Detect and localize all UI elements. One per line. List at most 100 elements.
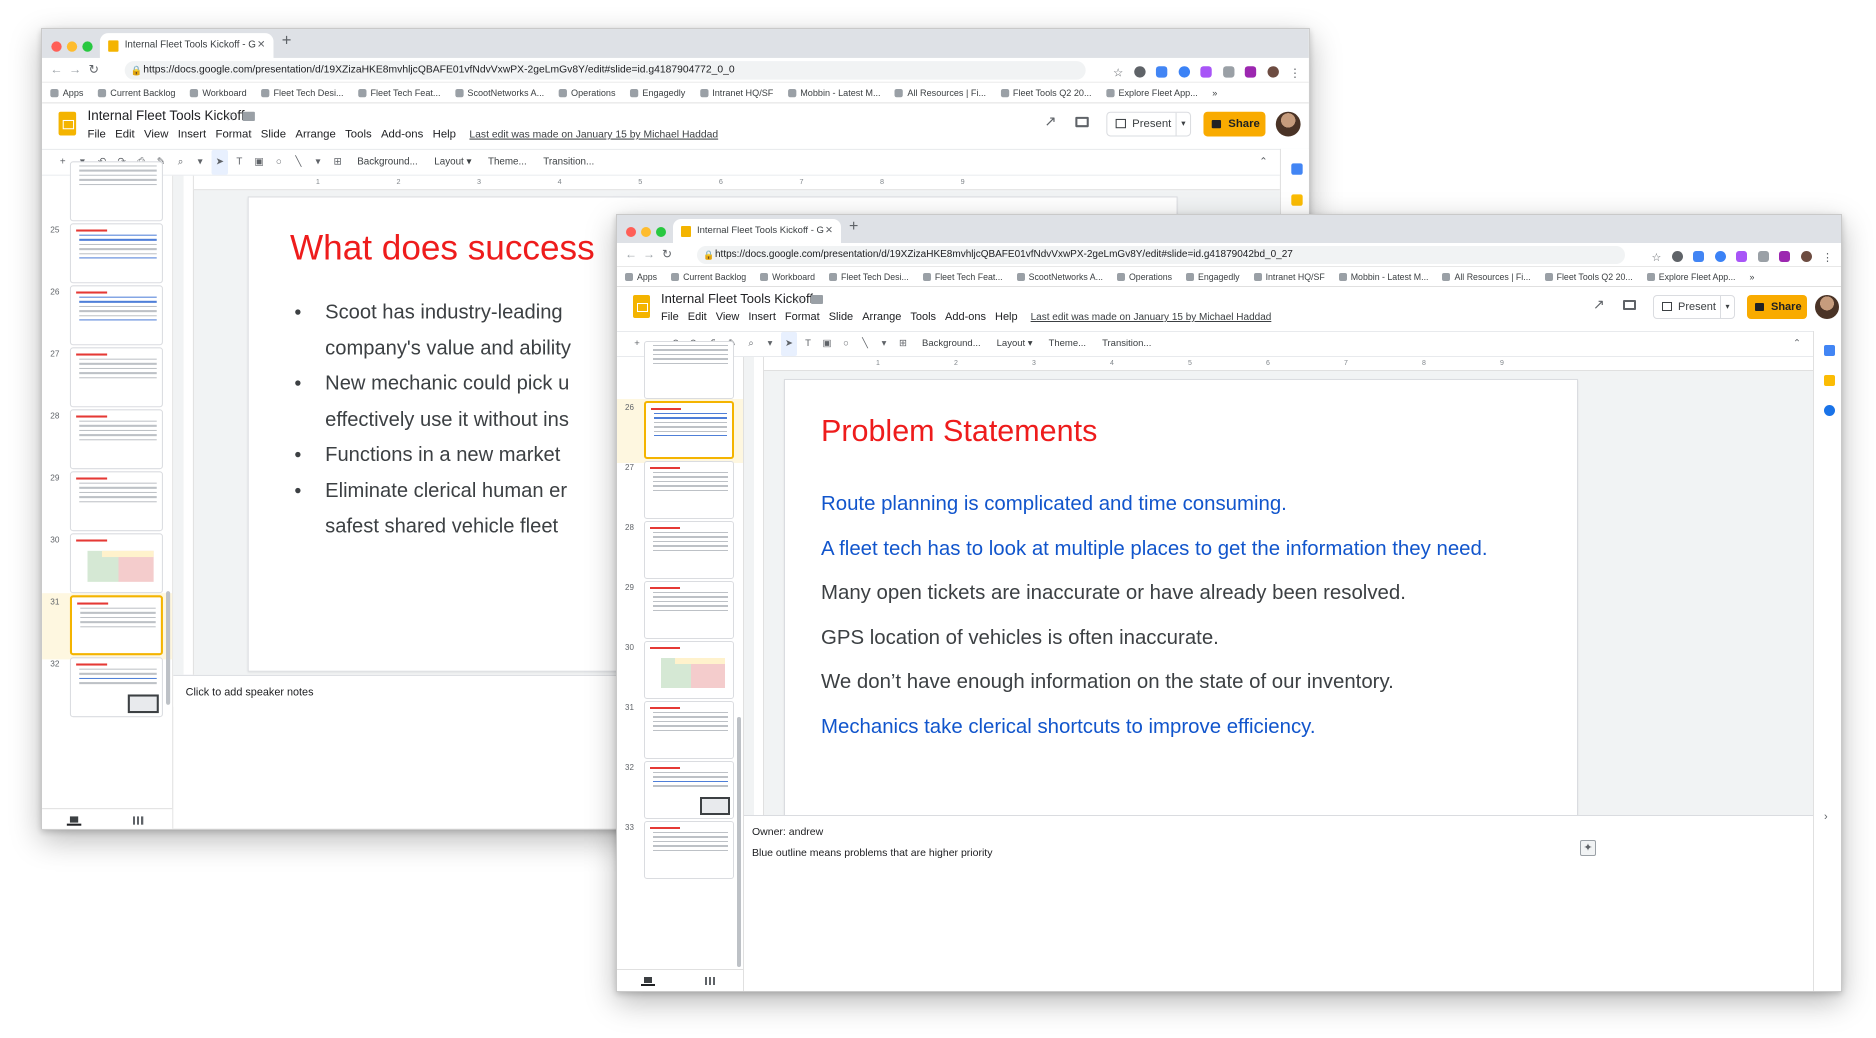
profile-avatar[interactable] (1800, 251, 1812, 263)
present-button[interactable]: Present▾ (1653, 295, 1735, 319)
shape-icon[interactable]: ○ (275, 156, 282, 168)
comment-icon[interactable]: ⊞ (333, 156, 342, 168)
background-button[interactable]: Background... (922, 338, 981, 349)
calendar-icon[interactable] (1824, 345, 1835, 356)
filmstrip-view-icon[interactable] (66, 815, 82, 826)
menu-format[interactable]: Format (215, 128, 252, 141)
bookmark-star-icon[interactable]: ☆ (1651, 252, 1662, 265)
present-button[interactable]: Present▾ (1106, 111, 1192, 137)
menu-arrange[interactable]: Arrange (862, 311, 902, 323)
document-title[interactable]: Internal Fleet Tools Kickoff (87, 107, 245, 124)
reload-icon[interactable]: ↻ (662, 247, 673, 261)
bookmark-item[interactable]: Operations (558, 83, 616, 103)
speaker-notes[interactable]: Owner: andrew Blue outline means problem… (744, 815, 1815, 991)
layout-button[interactable]: Layout ▾ (996, 338, 1033, 349)
profile-avatar[interactable] (1267, 66, 1279, 78)
browser-tab[interactable]: Internal Fleet Tools Kickoff - G ✕ (99, 33, 274, 58)
bookmark-item[interactable]: Apps (625, 267, 657, 286)
slide-thumbnail[interactable]: 30 (42, 531, 172, 597)
bullet-text[interactable]: Eliminate clerical human er (325, 479, 568, 502)
extension-icon[interactable] (1244, 66, 1257, 78)
slides-logo-icon[interactable] (58, 111, 77, 136)
bookmark-item[interactable]: All Resources | Fi... (1442, 267, 1531, 286)
bullet-text[interactable]: effectively use it without ins (325, 407, 569, 431)
bullet-text[interactable]: Functions in a new market (325, 443, 561, 467)
menu-view[interactable]: View (144, 128, 169, 141)
forward-icon[interactable]: → (643, 247, 655, 261)
bookmark-item[interactable]: Mobbin - Latest M... (1338, 267, 1428, 286)
slide-thumbnail[interactable]: 33 (617, 819, 743, 883)
browser-window-front[interactable]: Internal Fleet Tools Kickoff - G ✕ + ← →… (616, 214, 1842, 992)
bookmark-item[interactable]: Mobbin - Latest M... (787, 83, 881, 103)
chrome-menu-icon[interactable]: ⋮ (1822, 252, 1833, 265)
bookmark-item[interactable]: Fleet Tech Feat... (358, 83, 441, 103)
star-icon[interactable]: ☆ (794, 293, 805, 307)
back-icon[interactable]: ← (50, 62, 63, 77)
explore-icon[interactable]: ✦ (1580, 840, 1596, 856)
layout-button[interactable]: Layout ▾ (434, 156, 472, 168)
slide-thumbnail[interactable]: 28 (42, 407, 172, 473)
share-button[interactable]: Share (1747, 295, 1807, 319)
bookmark-item[interactable]: Engagedly (1186, 267, 1240, 286)
close-tab-icon[interactable]: ✕ (256, 39, 266, 51)
expand-panel-icon[interactable]: › (1824, 811, 1828, 823)
extension-icon[interactable] (1200, 66, 1212, 78)
menu-edit[interactable]: Edit (687, 311, 707, 323)
grid-view-icon[interactable] (705, 977, 715, 985)
bookmark-item[interactable]: Workboard (189, 83, 247, 103)
bookmark-item[interactable]: Current Backlog (671, 267, 746, 286)
menu-file[interactable]: File (87, 128, 106, 141)
bookmark-item[interactable]: Engagedly (629, 83, 685, 103)
extension-icon[interactable] (1671, 251, 1683, 263)
image-icon[interactable]: ▣ (822, 338, 832, 349)
bullet-text[interactable]: Scoot has industry-leading (325, 300, 563, 324)
bookmark-item[interactable]: ScootNetworks A... (1016, 267, 1103, 286)
url-field[interactable]: 🔒 https://docs.google.com/presentation/d… (697, 246, 1625, 264)
collapse-toolbar-icon[interactable]: ⌃ (1259, 156, 1268, 168)
zoom-dropdown-icon[interactable]: ▾ (767, 338, 773, 349)
filmstrip-scrollbar[interactable] (166, 591, 171, 705)
bookmark-item[interactable]: Fleet Tech Desi... (261, 83, 344, 103)
extension-icon[interactable] (1134, 66, 1146, 78)
menu-arrange[interactable]: Arrange (295, 128, 336, 141)
menu-addons[interactable]: Add-ons (945, 311, 986, 323)
forward-icon[interactable]: → (68, 62, 82, 77)
slide-thumbnail[interactable]: 29 (617, 579, 743, 643)
zoom-icon[interactable]: ⌕ (748, 338, 754, 349)
slide-thumbnail[interactable]: 30 (617, 639, 743, 703)
line-dropdown-icon[interactable]: ▾ (881, 338, 887, 349)
line-icon[interactable]: ╲ (862, 338, 868, 349)
line-dropdown-icon[interactable]: ▾ (315, 156, 321, 168)
slide-thumbnail[interactable] (42, 159, 172, 225)
bookmark-item[interactable]: All Resources | Fi... (895, 83, 986, 103)
menu-slide[interactable]: Slide (828, 311, 854, 323)
keep-icon[interactable] (1824, 375, 1835, 386)
chrome-menu-icon[interactable]: ⋮ (1289, 67, 1301, 80)
browser-tab[interactable]: Internal Fleet Tools Kickoff - G ✕ (673, 219, 841, 243)
bookmark-item[interactable]: Explore Fleet App... (1646, 267, 1736, 286)
problem-statement[interactable]: Many open tickets are inaccurate or have… (821, 582, 1406, 605)
bookmark-item[interactable]: Apps (50, 83, 83, 103)
slide-thumbnail[interactable]: 26 (617, 399, 743, 463)
slide[interactable]: Problem Statements Route planning is com… (784, 379, 1578, 825)
menu-help[interactable]: Help (432, 128, 456, 141)
folder-icon[interactable] (242, 111, 255, 121)
menu-tools[interactable]: Tools (345, 128, 372, 141)
shape-icon[interactable]: ○ (843, 338, 849, 349)
extension-icon[interactable] (1779, 251, 1791, 263)
new-slide-icon[interactable]: + (59, 156, 66, 168)
bookmark-item[interactable]: Fleet Tools Q2 20... (1000, 83, 1092, 103)
close-tab-icon[interactable]: ✕ (825, 225, 833, 236)
star-icon[interactable]: ☆ (224, 109, 237, 125)
slide-thumbnail[interactable] (617, 339, 743, 403)
slide-title[interactable]: What does success (290, 228, 595, 268)
bullet-text[interactable]: safest shared vehicle fleet (325, 514, 559, 538)
slide-title[interactable]: Problem Statements (821, 414, 1098, 448)
extension-icon[interactable] (1757, 251, 1769, 263)
problem-statement[interactable]: We don’t have enough information on the … (821, 671, 1394, 694)
problem-statement[interactable]: Mechanics take clerical shortcuts to imp… (821, 716, 1316, 738)
extension-icon[interactable] (1693, 251, 1705, 263)
url-field[interactable]: 🔒 https://docs.google.com/presentation/d… (124, 61, 1086, 80)
select-icon[interactable]: ➤ (211, 149, 229, 175)
select-icon[interactable]: ➤ (781, 332, 797, 356)
